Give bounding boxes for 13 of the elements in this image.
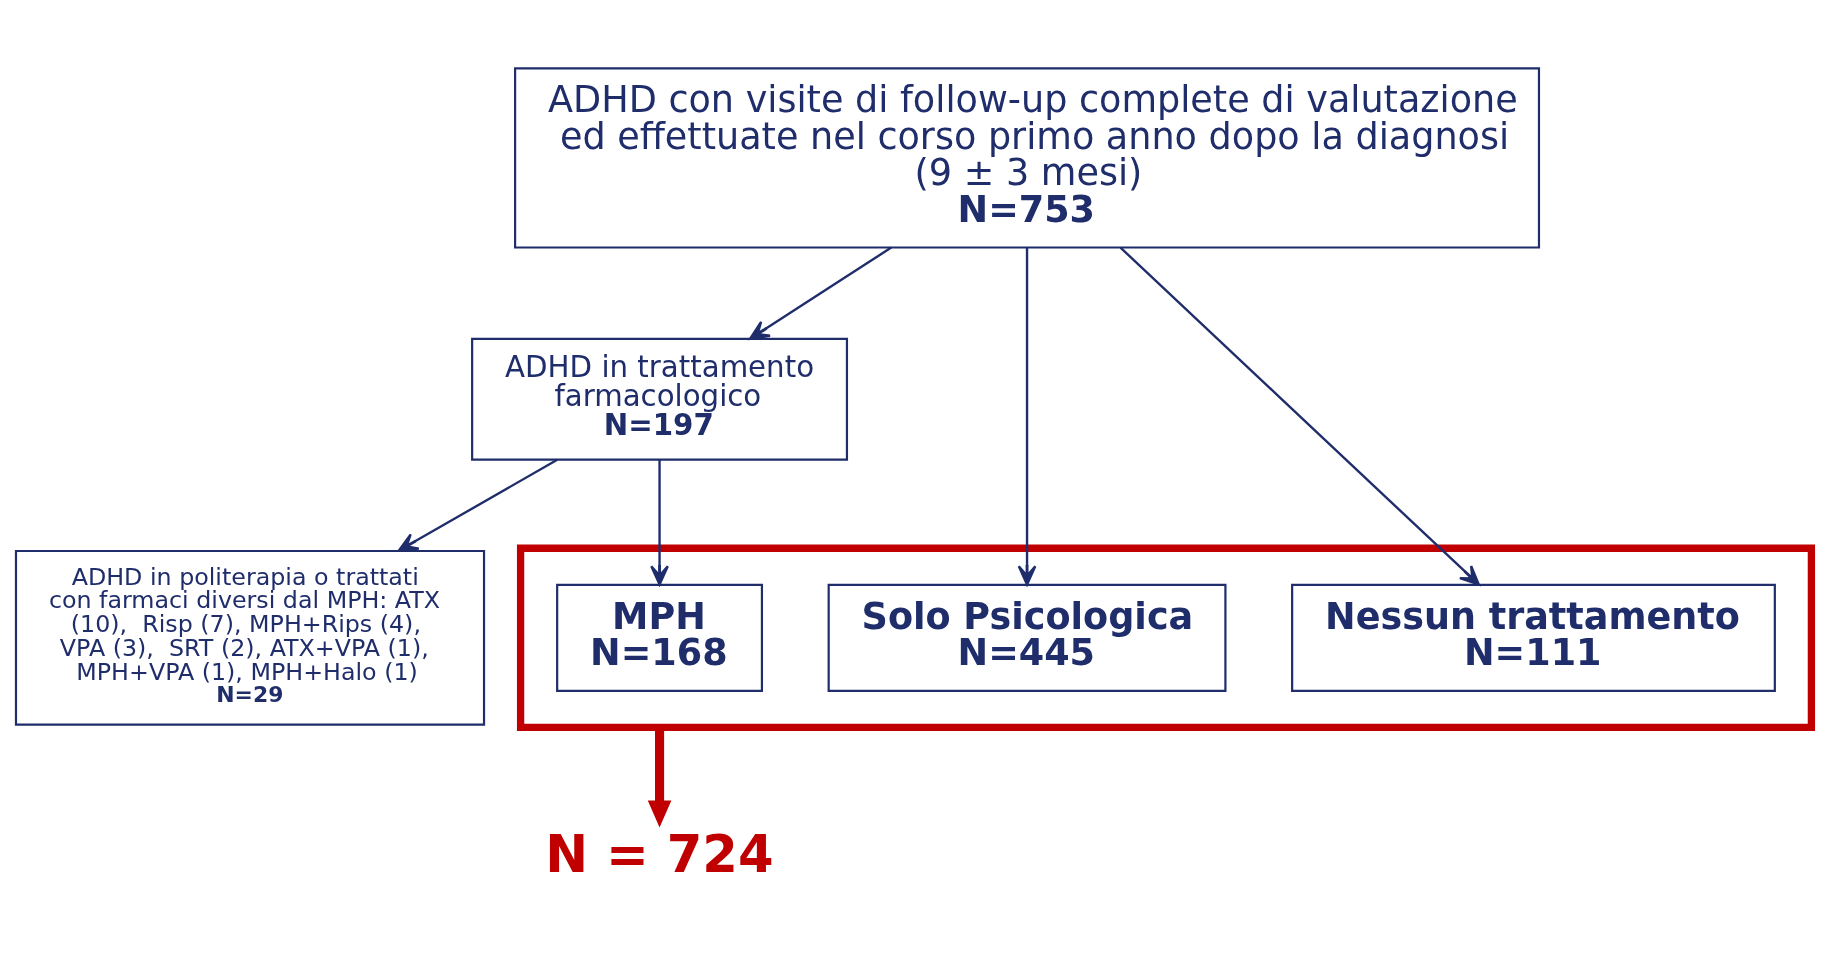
node-box: ADHD in politerapia o trattati con farmaci diversi dal MPH: ATX (10), Risp (7), MPH+Rips (4), VPA (3), SRT (2), ATX+VPA (1), MPH+VPA (1), MPH+Halo (1) N=29: [14, 549, 486, 726]
node-box: ADHD con visite di follow-up complete di valutazione ed effettuate nel corso primo anno dopo la diagnosi (9 ± 3 mesi) N=753: [514, 66, 1541, 249]
node-box: Solo Psicologica N=445: [827, 583, 1227, 692]
arrow: [749, 246, 892, 340]
arrow: [1017, 247, 1037, 586]
cluster: [516, 544, 1816, 731]
node-box: ADHD in trattamento farmacologico N=197: [471, 337, 849, 461]
node-text: N = 724: [545, 823, 774, 884]
arrow: [397, 458, 558, 552]
node-box: MPH N=168: [556, 583, 764, 692]
node-box: Nessun trattamento N=111: [1291, 583, 1776, 692]
arrow: [1119, 246, 1480, 586]
arrow: [650, 459, 669, 586]
